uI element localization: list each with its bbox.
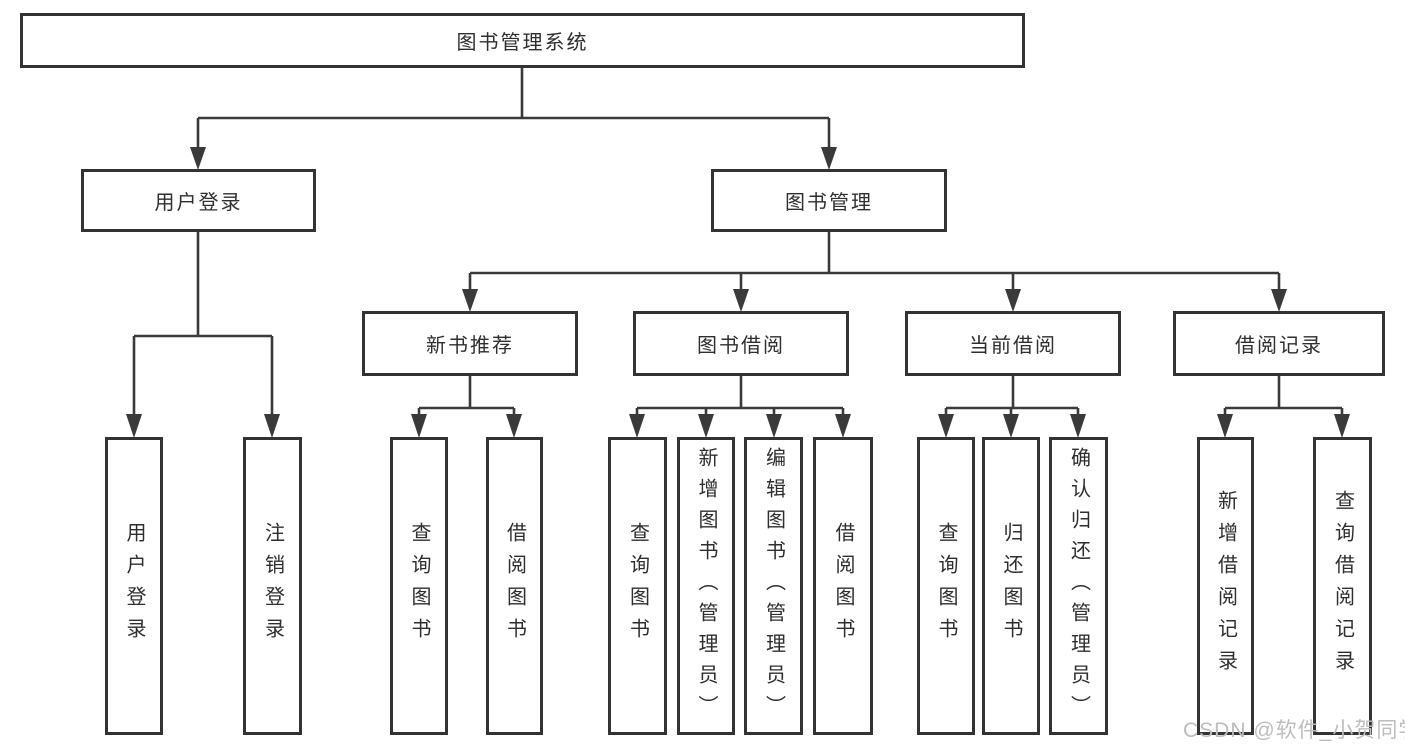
- node-book-mgmt-group: 图书管理: [711, 169, 947, 232]
- arrow-down-icon: [190, 147, 206, 170]
- arrow-down-icon: [629, 414, 645, 438]
- arrow-down-icon: [1003, 414, 1019, 438]
- arrow-down-icon: [1334, 414, 1350, 438]
- arrow-down-icon: [1070, 414, 1086, 438]
- leaf-borrow-add-admin: 新增图书（管理员）: [677, 437, 735, 735]
- leaf-user-login-label: 用户登录: [123, 522, 145, 650]
- arrow-down-icon: [938, 414, 954, 438]
- node-current-borrow-label: 当前借阅: [969, 335, 1057, 357]
- arrow-down-icon: [411, 414, 427, 438]
- arrow-down-icon: [462, 289, 478, 312]
- leaf-newbooks-borrow-label: 借阅图书: [503, 522, 526, 650]
- leaf-current-confirm-admin: 确认归还（管理员）: [1049, 437, 1108, 735]
- csdn-watermark: CSDN @软件_小贺同学: [1183, 719, 1405, 742]
- leaf-current-confirm-admin-label: 确认归还（管理员）: [1067, 446, 1090, 726]
- arrow-down-icon: [766, 414, 782, 438]
- node-book-mgmt-group-label: 图书管理: [785, 192, 873, 214]
- node-root: 图书管理系统: [20, 13, 1025, 68]
- arrow-down-icon: [835, 414, 851, 438]
- node-book-borrow-label: 图书借阅: [697, 335, 785, 357]
- node-root-label: 图书管理系统: [456, 32, 589, 54]
- leaf-borrow-edit-admin: 编辑图书（管理员）: [744, 437, 803, 735]
- leaf-records-query: 查询借阅记录: [1313, 437, 1372, 735]
- node-user-login-group: 用户登录: [81, 169, 316, 232]
- arrow-down-icon: [1217, 414, 1233, 438]
- arrow-down-icon: [733, 289, 749, 312]
- leaf-current-return: 归还图书: [982, 437, 1040, 735]
- leaf-borrow-query: 查询图书: [608, 437, 667, 735]
- node-borrow-records: 借阅记录: [1173, 311, 1385, 376]
- arrow-down-icon: [506, 414, 522, 438]
- leaf-newbooks-query: 查询图书: [390, 437, 448, 735]
- leaf-newbooks-borrow: 借阅图书: [486, 437, 543, 735]
- leaf-newbooks-query-label: 查询图书: [408, 522, 430, 650]
- arrow-down-icon: [126, 414, 142, 438]
- node-borrow-records-label: 借阅记录: [1235, 335, 1323, 357]
- arrow-down-icon: [1271, 289, 1287, 312]
- leaf-records-add: 新增借阅记录: [1197, 437, 1254, 735]
- leaf-user-login: 用户登录: [105, 437, 163, 735]
- node-new-books: 新书推荐: [362, 311, 578, 376]
- leaf-borrow-edit-admin-label: 编辑图书（管理员）: [762, 446, 785, 726]
- leaf-borrow-add-admin-label: 新增图书（管理员）: [695, 446, 717, 726]
- leaf-borrow-query-label: 查询图书: [626, 522, 649, 650]
- leaf-logout: 注销登录: [243, 437, 302, 735]
- arrow-down-icon: [264, 414, 280, 438]
- node-current-borrow: 当前借阅: [905, 311, 1121, 376]
- node-new-books-label: 新书推荐: [426, 335, 514, 357]
- arrow-down-icon: [698, 414, 714, 438]
- leaf-current-query: 查询图书: [917, 437, 975, 735]
- leaf-current-return-label: 归还图书: [1000, 522, 1022, 650]
- leaf-records-query-label: 查询借阅记录: [1331, 490, 1354, 682]
- leaf-borrow-borrow-label: 借阅图书: [832, 522, 854, 650]
- node-user-login-group-label: 用户登录: [154, 192, 243, 214]
- leaf-current-query-label: 查询图书: [935, 522, 957, 650]
- arrow-down-icon: [821, 147, 837, 170]
- node-book-borrow: 图书借阅: [633, 311, 849, 376]
- leaf-logout-label: 注销登录: [261, 522, 284, 650]
- arrow-down-icon: [1005, 289, 1021, 312]
- leaf-borrow-borrow: 借阅图书: [813, 437, 873, 735]
- leaf-records-add-label: 新增借阅记录: [1214, 490, 1237, 682]
